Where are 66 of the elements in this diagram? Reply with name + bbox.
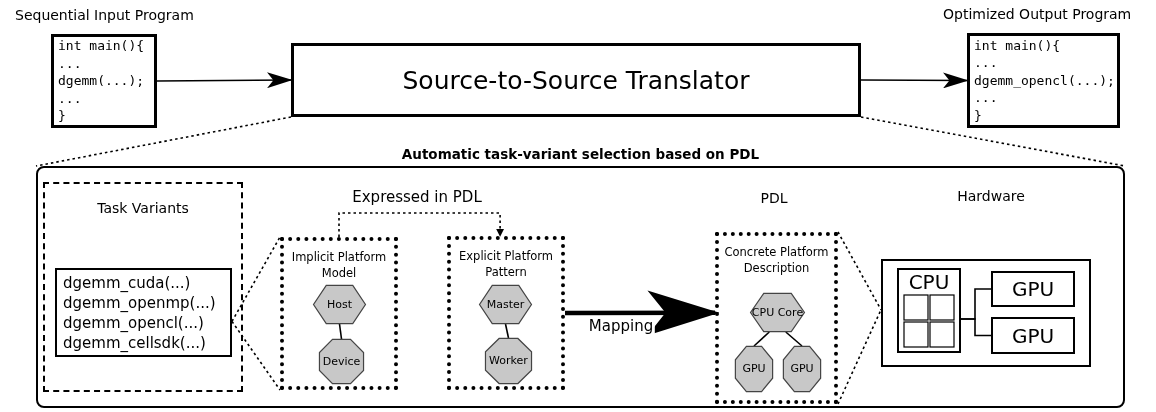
arrow (860, 72, 969, 89)
node-label: Host (326, 298, 352, 311)
octagon-node (783, 346, 821, 392)
caption-text: Optimized Output Program (943, 6, 1132, 24)
hardware-box (881, 259, 1091, 367)
unit-label: CPU (908, 270, 950, 294)
connector-line (35, 116, 292, 167)
code-line: } (974, 106, 982, 125)
group-heading: Concrete Platform Description (724, 245, 829, 275)
connector-line (504, 323, 510, 339)
process-label: Source-to-Source Translator (402, 65, 750, 95)
connector-line (338, 323, 343, 340)
section-heading: Hardware (957, 188, 1025, 204)
edge-label: Expressed in PDL (350, 188, 484, 206)
caption-text: Sequential Input Program (15, 7, 194, 25)
octagon-node (319, 339, 364, 384)
dotted-group-box (280, 237, 398, 390)
connector-line (837, 309, 882, 405)
connector-line (837, 231, 882, 311)
code-line: } (58, 107, 66, 125)
cpu-box (897, 268, 961, 353)
code-line: int main(){ (974, 36, 1061, 55)
code-line: ... (974, 54, 998, 72)
connector-line (860, 116, 1126, 167)
section-heading: PDL (760, 190, 788, 206)
dotted-group-box (447, 236, 565, 390)
panel-heading: Automatic task-variant selection based on PDL (400, 146, 761, 162)
function-name: dgemm_opencl(...) (63, 312, 205, 333)
connector-line (753, 331, 771, 347)
connector-line (231, 320, 281, 391)
connector-line (785, 331, 803, 347)
function-name: dgemm_cellsdk(...) (63, 332, 207, 353)
code-list-box (55, 268, 232, 357)
node-label: Device (322, 354, 361, 368)
arrow (338, 212, 505, 238)
hexagon-node (313, 285, 366, 324)
code-line: ... (58, 89, 82, 108)
node-label: Master (486, 298, 525, 311)
gpu-box (991, 271, 1075, 307)
octagon-node (485, 338, 532, 384)
connector-line (231, 236, 281, 323)
code-line: ... (974, 89, 998, 107)
arrow (156, 72, 293, 89)
node-label: CPU Core (751, 306, 804, 319)
code-line: int main(){ (58, 37, 145, 55)
group-heading: Implicit Platform Model (291, 250, 387, 280)
unit-label: GPU (1011, 323, 1055, 348)
function-name: dgemm_cuda(...) (63, 272, 192, 293)
process-box (291, 43, 861, 117)
node-label: Worker (489, 354, 528, 367)
group-heading: Task Variants (97, 200, 189, 216)
unit-label: GPU (1011, 277, 1055, 301)
gpu-box (991, 317, 1075, 354)
dotted-group-box (715, 232, 838, 404)
hexagon-node (479, 285, 532, 324)
node-label: GPU (742, 362, 766, 375)
group-heading: Explicit Platform Pattern (459, 249, 553, 279)
octagon-node (735, 346, 773, 392)
code-line: ... (58, 54, 82, 73)
code-line: dgemm(...); (58, 72, 145, 90)
hexagon-node (750, 293, 805, 332)
dashed-group-box (43, 182, 243, 392)
code-line: dgemm_opencl(...); (974, 71, 1115, 90)
connector-line (960, 318, 992, 337)
function-name: dgemm_openmp(...) (63, 292, 217, 313)
node-label: GPU (790, 362, 814, 375)
